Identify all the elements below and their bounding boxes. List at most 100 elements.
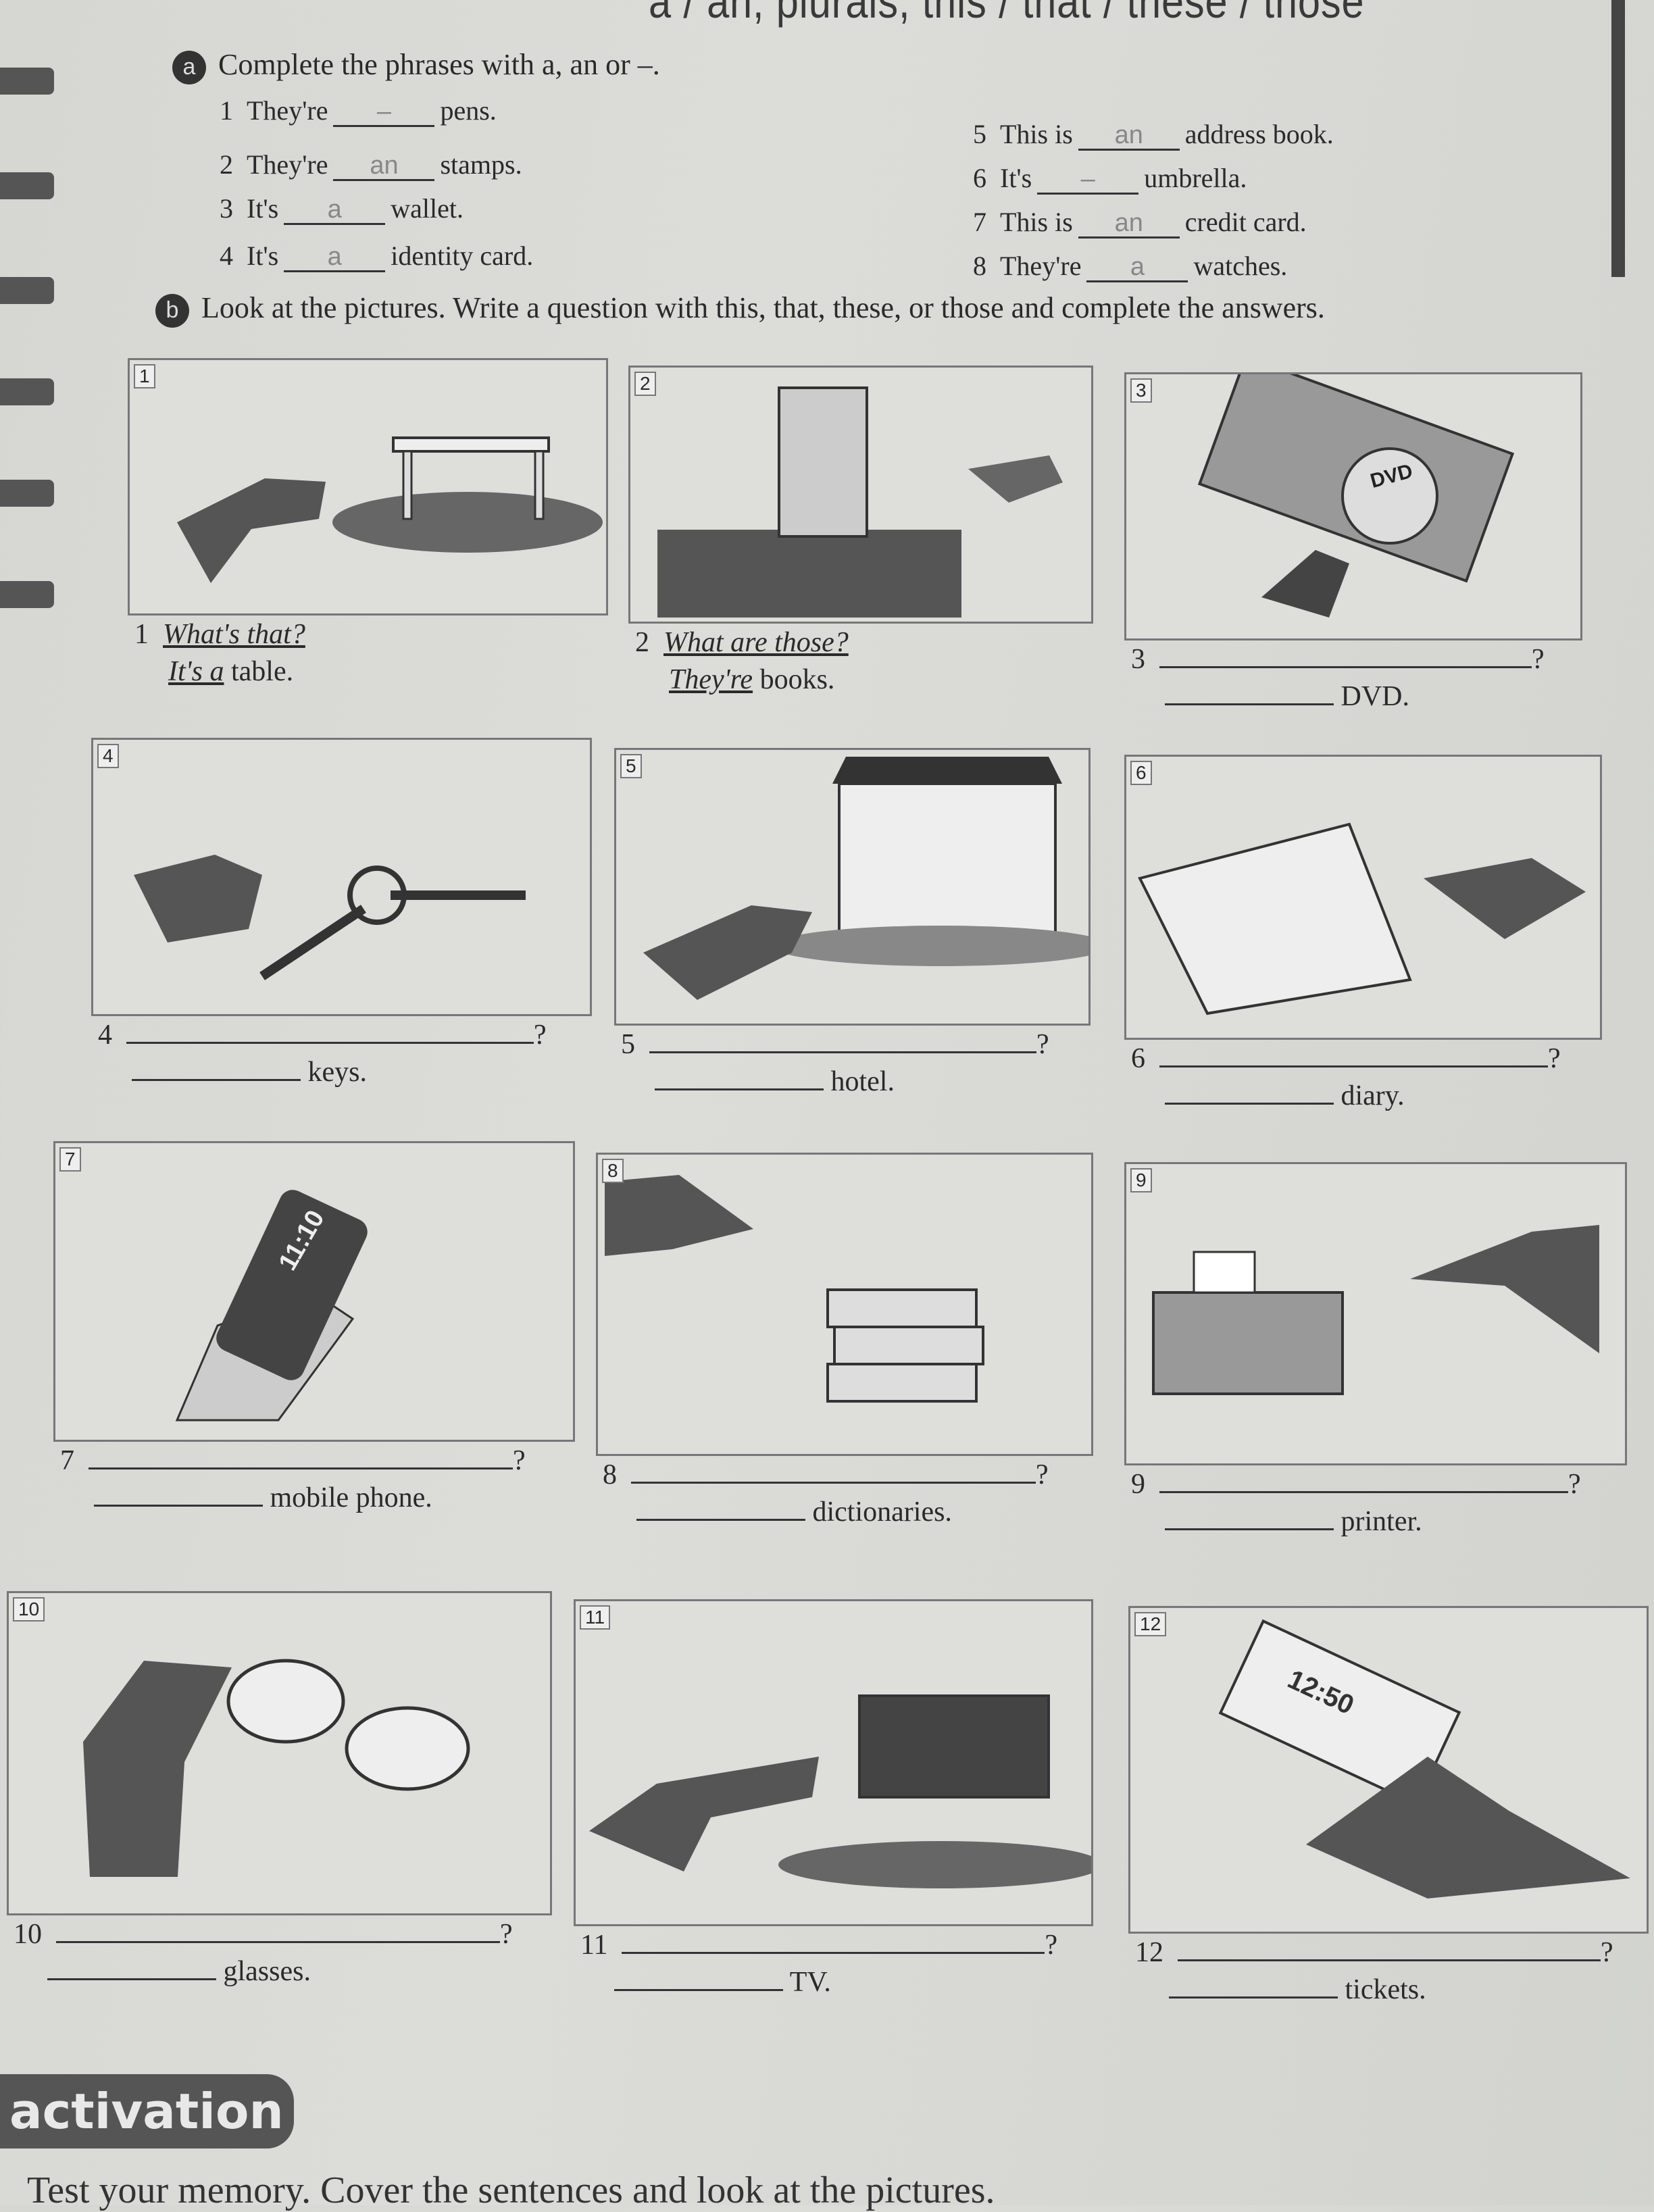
question-mark: ? [1036, 1459, 1049, 1490]
answer-blank[interactable] [47, 1978, 216, 1980]
answer-blank[interactable] [614, 1989, 783, 1991]
answer-end: keys. [307, 1057, 368, 1088]
question-blank[interactable] [89, 1467, 513, 1469]
question-mark: ? [500, 1919, 513, 1950]
answer-blank[interactable] [655, 1088, 824, 1090]
answer-start[interactable]: It's a [168, 656, 224, 687]
page-edge-strip [1611, 0, 1625, 277]
question-line: 10 ? [14, 1918, 513, 1951]
answer-blank[interactable] [132, 1079, 301, 1081]
question-blank[interactable] [622, 1952, 1045, 1954]
question-line: 2 What are those? [635, 626, 849, 659]
margin-tab-icon [0, 68, 54, 95]
answer-blank[interactable]: a [284, 243, 386, 272]
answer-line: keys. [132, 1056, 367, 1088]
answer-blank[interactable] [1169, 1996, 1338, 1999]
answer-blank[interactable]: an [1078, 209, 1180, 238]
item-number: 3 [1131, 644, 1145, 675]
question-line: 9 ? [1131, 1468, 1581, 1501]
phrase-start: They're [247, 95, 328, 126]
answer-blank[interactable] [1165, 1528, 1334, 1530]
answer-end: dictionaries. [812, 1497, 952, 1528]
answer-line: DVD. [1165, 680, 1409, 713]
answer-blank[interactable]: a [284, 196, 386, 225]
picture-number: 3 [1130, 378, 1152, 403]
mobile-phone-illustration-icon: 11:10 [175, 1190, 368, 1422]
item-number: 5 [621, 1029, 635, 1060]
picture-panel-table: 1 [128, 358, 608, 615]
answer-end: hotel. [830, 1066, 895, 1097]
tv-illustration-icon [589, 1694, 1091, 1888]
question-blank[interactable] [1159, 1065, 1548, 1067]
phrase-end: pens. [440, 95, 497, 126]
answer-end: printer. [1340, 1506, 1422, 1537]
picture-number: 1 [134, 364, 155, 388]
question-mark: ? [1568, 1469, 1581, 1500]
phrase-end: umbrella. [1144, 163, 1247, 193]
question-line: 4 ? [98, 1019, 547, 1051]
answer-end: books. [759, 664, 835, 695]
answer-end: DVD. [1340, 681, 1410, 712]
margin-tab-icon [0, 581, 54, 608]
item-number: 12 [1135, 1937, 1163, 1968]
glasses-illustration-icon [83, 1659, 470, 1877]
question-line: 3 ? [1131, 643, 1545, 676]
question-blank[interactable] [126, 1042, 534, 1044]
picture-panel-printer: 9 [1124, 1162, 1627, 1465]
answer-blank[interactable] [1165, 703, 1334, 705]
answer-blank[interactable]: – [333, 98, 435, 127]
answer-blank[interactable] [636, 1519, 805, 1521]
question-answer[interactable]: What are those? [663, 627, 849, 658]
answer-line: hotel. [655, 1065, 895, 1098]
picture-number: 12 [1134, 1612, 1167, 1636]
answer-blank[interactable] [1165, 1103, 1334, 1105]
tickets-illustration-icon: 12:50 [1218, 1619, 1630, 1899]
answer-line: TV. [614, 1966, 831, 1999]
phrase-start: It's [247, 241, 279, 271]
phrase-start: This is [1000, 207, 1073, 237]
picture-panel-tv: 11 [574, 1599, 1093, 1926]
question-blank[interactable] [1159, 666, 1532, 668]
answer-blank[interactable] [94, 1505, 263, 1507]
answer-end: diary. [1340, 1080, 1405, 1111]
answer-blank[interactable]: a [1086, 253, 1188, 282]
phrase-start: It's [1000, 163, 1032, 193]
picture-number: 8 [602, 1159, 624, 1183]
item-number: 10 [14, 1919, 42, 1950]
question-blank[interactable] [56, 1941, 500, 1943]
picture-panel-books: 2 [628, 366, 1093, 624]
picture-number: 10 [13, 1597, 45, 1622]
question-blank[interactable] [1159, 1491, 1568, 1493]
picture-panel-keys: 4 [91, 738, 592, 1016]
picture-number: 2 [634, 372, 656, 396]
question-blank[interactable] [631, 1482, 1036, 1484]
question-line: 12 ? [1135, 1936, 1613, 1969]
picture-number: 5 [620, 754, 642, 778]
answer-blank[interactable]: an [1078, 122, 1180, 151]
phrase-start: They're [1000, 251, 1082, 281]
question-line: 11 ? [580, 1929, 1057, 1961]
item-number: 2 [635, 627, 649, 658]
margin-tab-icon [0, 172, 54, 199]
answer-line: mobile phone. [94, 1482, 432, 1514]
phrase-start: This is [1000, 119, 1073, 149]
item-number: 11 [580, 1930, 608, 1961]
answer-blank[interactable]: – [1037, 166, 1139, 195]
item-number: 5 [973, 119, 986, 149]
answer-start[interactable]: They're [669, 664, 753, 695]
picture-number: 7 [59, 1147, 81, 1172]
phrase-end: watches. [1193, 251, 1288, 281]
question-answer[interactable]: What's that? [163, 619, 305, 650]
answer-line: They're books. [669, 663, 834, 696]
answer-blank[interactable]: an [333, 152, 435, 181]
question-blank[interactable] [1178, 1959, 1601, 1961]
question-mark: ? [1036, 1029, 1049, 1060]
question-blank[interactable] [649, 1051, 1036, 1053]
instruction-text: Complete the phrases with a, an or –. [218, 48, 660, 81]
answer-end: tickets. [1345, 1974, 1426, 2005]
question-mark: ? [534, 1020, 547, 1051]
exercise-b-badge: b [155, 293, 189, 328]
margin-tab-icon [0, 378, 54, 405]
